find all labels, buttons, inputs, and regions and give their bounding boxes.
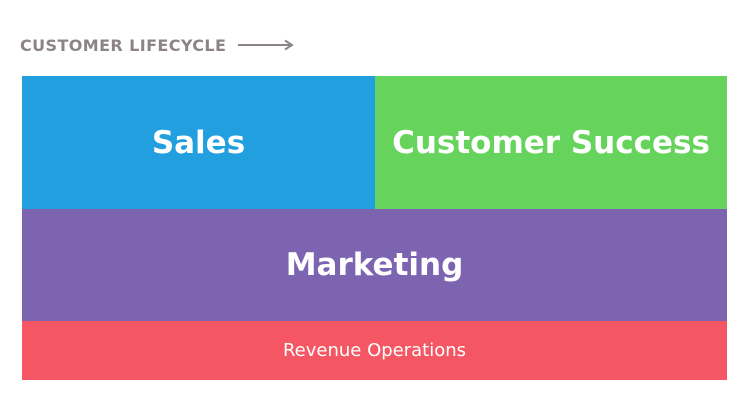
- arrow-head: [284, 39, 295, 51]
- arrow-right-icon: [238, 39, 295, 51]
- lifecycle-label: CUSTOMER LIFECYCLE: [20, 35, 227, 55]
- revenue-operations-block: Revenue Operations: [22, 321, 727, 380]
- marketing-block: Marketing: [22, 209, 727, 321]
- sales-block: Sales: [22, 76, 375, 209]
- lifecycle-header: CUSTOMER LIFECYCLE: [20, 33, 296, 57]
- revenue-operations-label: Revenue Operations: [282, 340, 467, 361]
- sales-label: Sales: [151, 124, 246, 161]
- customer-success-label: Customer Success: [392, 124, 710, 161]
- marketing-label: Marketing: [285, 247, 464, 283]
- customer-success-block: Customer Success: [375, 76, 727, 209]
